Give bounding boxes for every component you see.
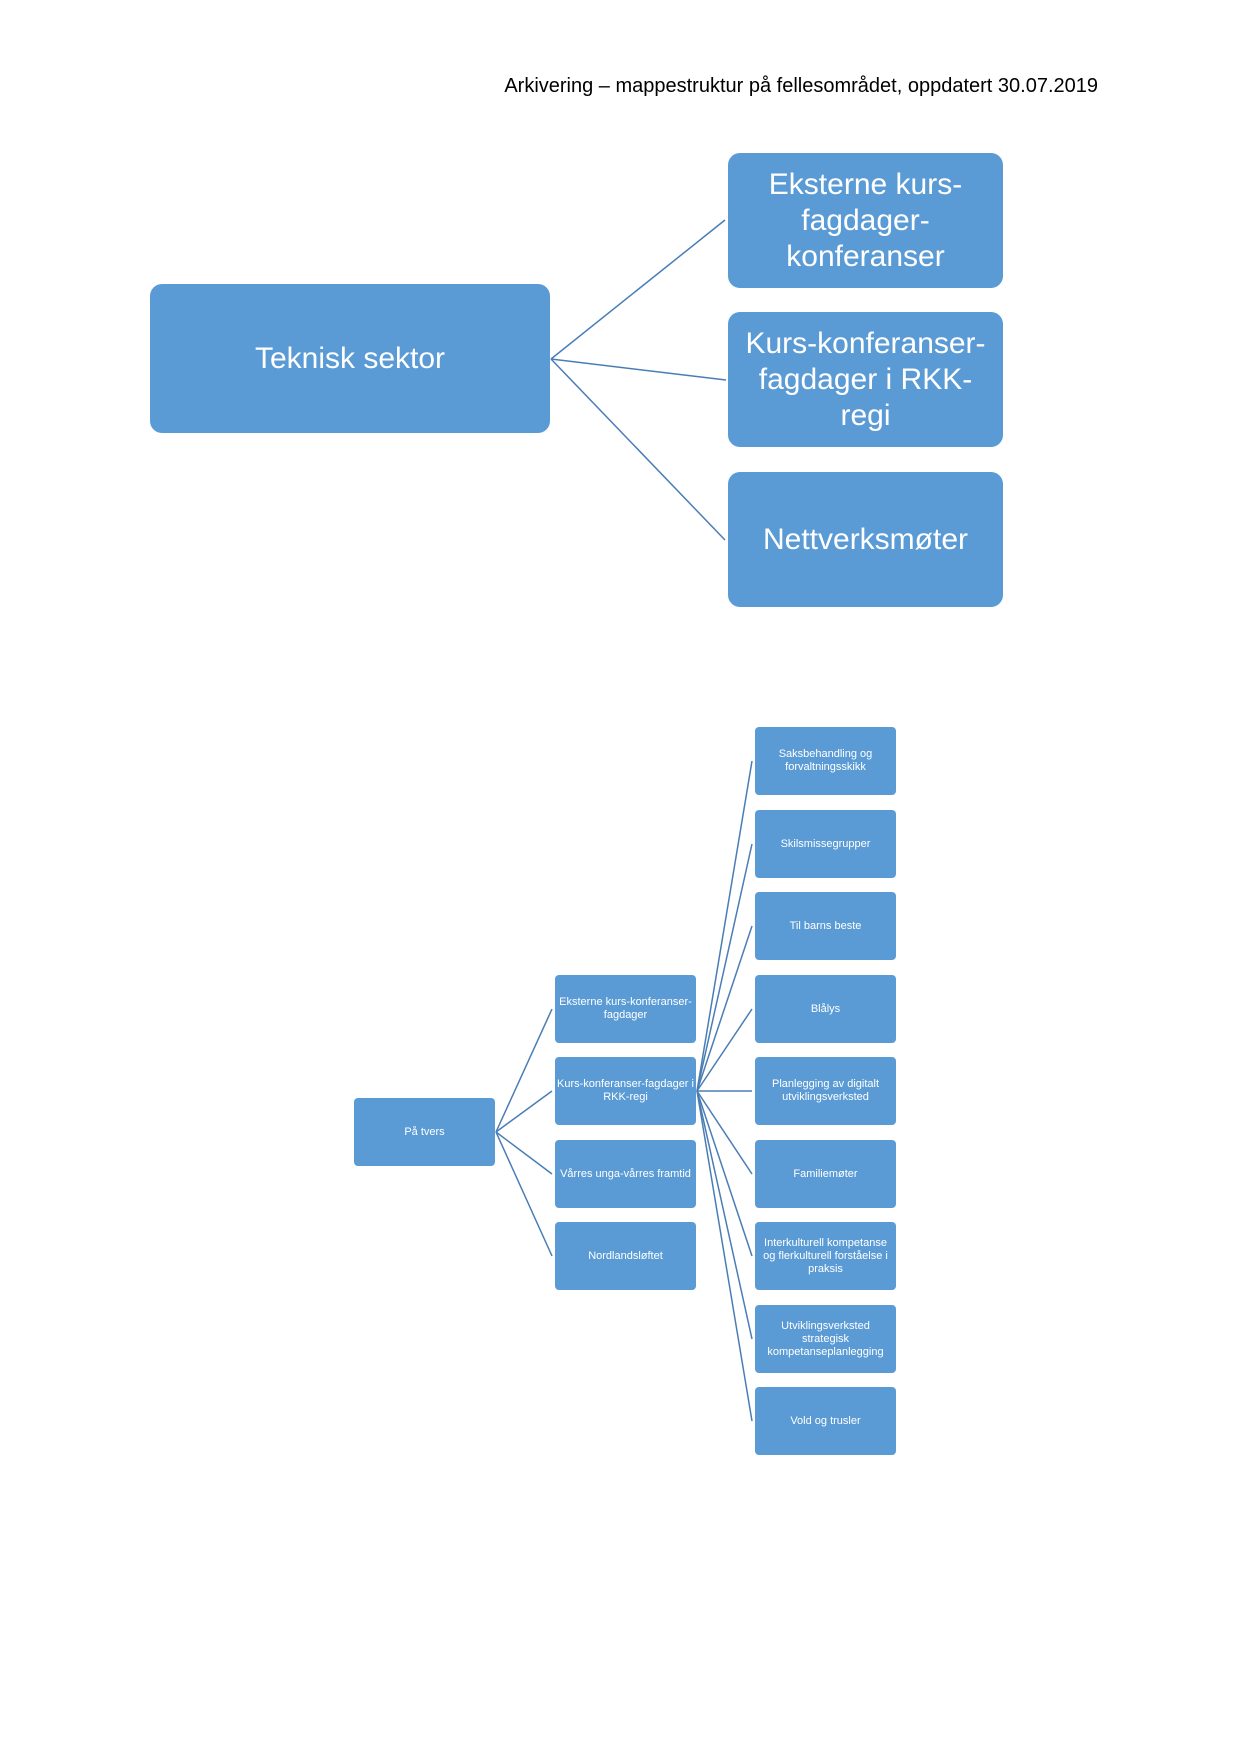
node-nettverksmoter: Nettverksmøter: [728, 472, 1003, 607]
node-label: Kurs-konferanser-fagdager i RKK-regi: [745, 326, 986, 432]
node-label: Skilsmissegrupper: [780, 837, 871, 850]
node-eksterne-kurs: Eksterne kurs-fagdager-konferanser: [728, 153, 1003, 288]
node-label: Interkulturell kompetanse og flerkulture…: [763, 1236, 888, 1275]
node-label: Teknisk sektor: [254, 341, 446, 375]
node-label: Utviklingsverksted strategisk kompetanse…: [767, 1319, 884, 1358]
connector-patvers-to-eksterne: [495, 1008, 553, 1133]
node-label: Eksterne kurs-fagdager-konferanser: [768, 167, 963, 273]
node-label: Nordlandsløftet: [588, 1249, 663, 1262]
node-interkulturell: Interkulturell kompetanse og flerkulture…: [755, 1222, 896, 1290]
connector-rkk-to-familiemoter: [696, 1090, 753, 1175]
connector-teknisk-to-kurs-rkk: [550, 358, 727, 381]
connector-rkk-to-interkulturell: [696, 1090, 753, 1257]
node-nordlandsloftet: Nordlandsløftet: [555, 1222, 696, 1290]
node-label: Til barns beste: [789, 919, 862, 932]
node-label: Planlegging av digitalt utviklingsverkst…: [771, 1078, 880, 1103]
node-label: Vold og trusler: [790, 1414, 861, 1427]
node-kurs-rkk-regi-small: Kurs-konferanser-fagdager i RKK-regi: [555, 1057, 696, 1125]
node-familiemoter: Familiemøter: [755, 1140, 896, 1208]
connector-teknisk-to-eksterne: [550, 219, 726, 360]
node-label: Blålys: [810, 1002, 841, 1015]
node-skilsmissegrupper: Skilsmissegrupper: [755, 810, 896, 878]
connector-rkk-to-utviklingsverksted: [696, 1090, 753, 1340]
connector-rkk-to-vold: [696, 1090, 753, 1422]
node-planlegging: Planlegging av digitalt utviklingsverkst…: [755, 1057, 896, 1125]
connector-rkk-to-saksbehandling: [696, 760, 753, 1092]
connector-teknisk-to-nettverk: [550, 358, 726, 541]
node-label: På tvers: [404, 1125, 445, 1138]
connector-patvers-to-nordland: [495, 1131, 553, 1257]
connector-rkk-to-barns-beste: [696, 925, 753, 1092]
node-label: Kurs-konferanser-fagdager i RKK-regi: [557, 1078, 694, 1103]
node-saksbehandling: Saksbehandling og forvaltningsskikk: [755, 727, 896, 795]
connector-rkk-to-blalys: [696, 1008, 753, 1092]
node-label: Saksbehandling og forvaltningsskikk: [778, 748, 873, 773]
node-blalys: Blålys: [755, 975, 896, 1043]
node-vold-og-trusler: Vold og trusler: [755, 1387, 896, 1455]
node-varres-unga: Vårres unga-vårres framtid: [555, 1140, 696, 1208]
node-kurs-rkk-regi: Kurs-konferanser-fagdager i RKK-regi: [728, 312, 1003, 447]
connector-patvers-to-kurs-rkk: [495, 1090, 553, 1133]
page-header: Arkivering – mappestruktur på fellesområ…: [504, 75, 1098, 97]
node-label: Vårres unga-vårres framtid: [560, 1167, 691, 1180]
node-label: Familiemøter: [793, 1167, 858, 1180]
node-pa-tvers: På tvers: [354, 1098, 495, 1166]
node-label: Eksterne kurs-konferanser-fagdager: [559, 996, 692, 1021]
connector-patvers-to-varres: [495, 1131, 553, 1175]
node-eksterne-kurs-small: Eksterne kurs-konferanser-fagdager: [555, 975, 696, 1043]
node-label: Nettverksmøter: [762, 522, 969, 556]
node-teknisk-sektor: Teknisk sektor: [150, 284, 550, 433]
node-til-barns-beste: Til barns beste: [755, 892, 896, 960]
connector-rkk-to-skilsmisse: [696, 843, 753, 1092]
node-utviklingsverksted: Utviklingsverksted strategisk kompetanse…: [755, 1305, 896, 1373]
